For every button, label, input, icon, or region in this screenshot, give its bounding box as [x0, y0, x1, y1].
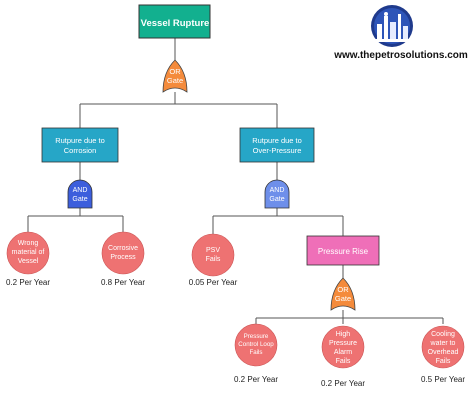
corrosion-event-line1: Rutpure due to	[55, 136, 105, 145]
cooling-water-line2: water to	[430, 340, 456, 347]
overpressure-event-line2: Over-Pressure	[253, 146, 302, 155]
top-or-gate: OR Gate	[162, 59, 188, 93]
cooling-water-line1: Cooling	[431, 331, 455, 338]
corrosion-event-box: Rutpure due to Corrosion	[41, 127, 119, 163]
cooling-water-event: Cooling water to Overhead Fails	[421, 325, 465, 369]
wrong-material-line3: Vessel	[18, 258, 39, 265]
pressure-or-gate-line2: Gate	[335, 294, 351, 303]
cooling-water-line3: Overhead	[428, 349, 459, 356]
hp-alarm-frequency: 0.2 Per Year	[321, 379, 365, 388]
pressure-or-gate: OR Gate	[330, 277, 356, 311]
connector-lines	[27, 38, 444, 324]
cooling-water-frequency: 0.5 Per Year	[421, 375, 465, 384]
top-or-gate-line1: OR	[169, 67, 181, 76]
overpressure-and-gate-line1: AND	[270, 187, 285, 194]
psv-fails-line1: PSV	[206, 247, 220, 254]
overpressure-event-box: Rutpure due to Over-Pressure	[239, 127, 315, 163]
top-event-label: Vessel Rupture	[141, 18, 210, 29]
psv-fails-frequency: 0.05 Per Year	[189, 278, 238, 287]
overpressure-and-gate-line2: Gate	[269, 196, 284, 203]
pcl-fails-line2: Control Loop	[238, 341, 274, 348]
pressure-rise-label: Pressure Rise	[318, 247, 369, 256]
cooling-water-line4: Fails	[436, 358, 451, 365]
pcl-fails-frequency: 0.2 Per Year	[234, 375, 278, 384]
corrosive-process-frequency: 0.8 Per Year	[101, 278, 145, 287]
top-event-box: Vessel Rupture	[138, 4, 211, 39]
pressure-control-loop-event: Pressure Control Loop Fails	[234, 323, 278, 367]
overpressure-event-line1: Rutpure due to	[252, 136, 302, 145]
hp-alarm-line1: High	[336, 331, 351, 338]
hp-alarm-line4: Fails	[336, 358, 351, 365]
high-pressure-alarm-event: High Pressure Alarm Fails	[321, 325, 365, 369]
corrosive-process-line1: Corrosive	[108, 245, 138, 252]
hp-alarm-line2: Pressure	[329, 340, 357, 347]
hp-alarm-line3: Alarm	[334, 349, 352, 356]
pcl-fails-line1: Pressure	[244, 333, 269, 340]
pressure-or-gate-line1: OR	[337, 285, 349, 294]
wrong-material-line1: Wrong	[18, 240, 39, 247]
wrong-material-event: Wrong material of Vessel	[6, 231, 50, 275]
website-url[interactable]: www.thepetrosolutions.com	[334, 50, 468, 61]
wrong-material-line2: material of	[12, 249, 45, 256]
psv-fails-event: PSV Fails	[191, 233, 235, 277]
corrosive-process-line2: Process	[110, 254, 136, 261]
corrosion-and-gate: AND Gate	[67, 179, 93, 209]
refinery-logo-icon	[371, 5, 413, 47]
corrosion-and-gate-line2: Gate	[72, 196, 87, 203]
pcl-fails-line3: Fails	[249, 349, 262, 356]
psv-fails-line2: Fails	[206, 256, 221, 263]
pressure-rise-box: Pressure Rise	[306, 235, 380, 266]
wrong-material-frequency: 0.2 Per Year	[6, 278, 50, 287]
corrosion-event-line2: Corrosion	[64, 146, 97, 155]
top-or-gate-line2: Gate	[167, 76, 183, 85]
overpressure-and-gate: AND Gate	[264, 179, 290, 209]
corrosion-and-gate-line1: AND	[73, 187, 88, 194]
corrosive-process-event: Corrosive Process	[101, 231, 145, 275]
